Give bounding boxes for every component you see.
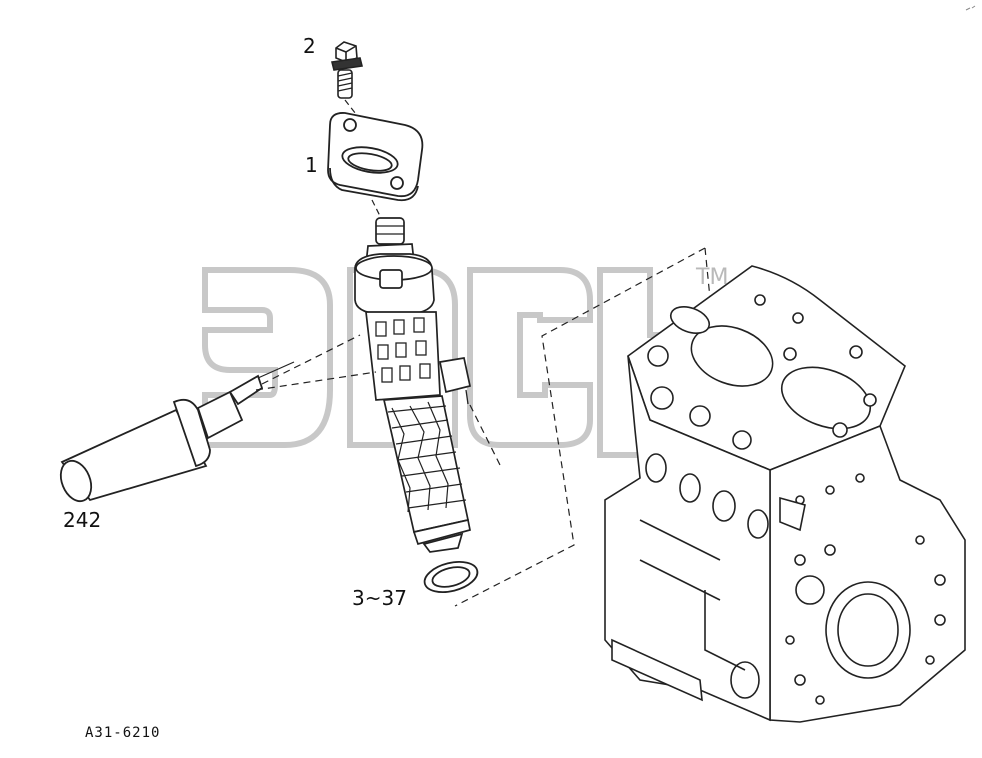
trademark-symbol: TM <box>695 265 728 290</box>
callout-label-242: 242 <box>63 508 101 532</box>
tool-part-242 <box>59 361 295 503</box>
callout-label-3-37: 3~37 <box>352 586 407 610</box>
dashed-guide-lines <box>255 247 713 607</box>
injector-assembly <box>354 217 472 553</box>
gasket-part-3-37 <box>423 561 479 593</box>
clamp-part-1 <box>327 112 424 202</box>
callout-label-1: 1 <box>305 153 318 177</box>
callout-label-2: 2 <box>303 34 316 58</box>
engine-block <box>604 265 966 723</box>
bolt-part-2 <box>331 41 363 99</box>
figure-code: A31-6210 <box>85 725 160 741</box>
corner-mark <box>965 5 976 11</box>
